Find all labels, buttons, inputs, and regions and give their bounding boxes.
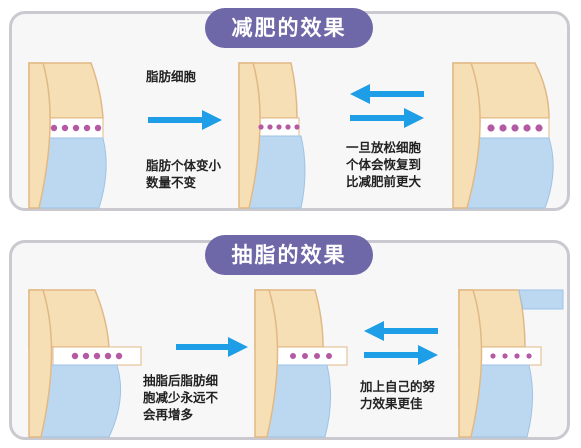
torso-before-lipo: [28, 289, 142, 438]
reduce-caption-line: 抽脂后脂肪细: [143, 373, 219, 388]
effort-caption-line: 力效果更佳: [360, 396, 423, 411]
torso-after-lipo: [254, 289, 348, 438]
shrink-caption: 脂肪个体变小 数量不变: [146, 157, 221, 191]
rebound-caption-line: 一旦放松细胞: [346, 140, 422, 155]
rebound-caption-line: 个体会恢复到: [346, 157, 422, 172]
right-arrow-icon: [350, 108, 424, 128]
rebound-caption: 一旦放松细胞 个体会恢复到 比减肥前更大: [346, 139, 421, 190]
right-arrow-icon: [148, 110, 222, 130]
shrink-caption-line: 脂肪个体变小: [146, 158, 222, 173]
reduce-caption: 抽脂后脂肪细 胞减少永远不 会再增多: [143, 372, 218, 423]
left-arrow-icon: [350, 84, 424, 104]
torso-before-diet: [28, 62, 107, 209]
rebound-caption-line: 比减肥前更大: [346, 174, 422, 189]
fat-cell-label: 脂肪细胞: [146, 69, 197, 84]
right-arrow-icon: [176, 337, 248, 357]
shrink-caption-line: 数量不变: [146, 175, 197, 190]
right-arrow-icon: [364, 345, 438, 365]
reduce-caption-line: 胞减少永远不: [143, 390, 219, 405]
left-arrow-icon: [364, 321, 438, 341]
weight-loss-title: 减肥的效果: [205, 8, 373, 48]
effort-caption-line: 加上自己的努: [360, 379, 436, 394]
torso-final: [458, 289, 564, 438]
liposuction-title: 抽脂的效果: [205, 235, 373, 275]
reduce-caption-line: 会再增多: [143, 407, 194, 422]
effort-caption: 加上自己的努 力效果更佳: [360, 378, 435, 412]
torso-after-diet: [238, 62, 306, 209]
torso-rebound: [452, 62, 554, 209]
